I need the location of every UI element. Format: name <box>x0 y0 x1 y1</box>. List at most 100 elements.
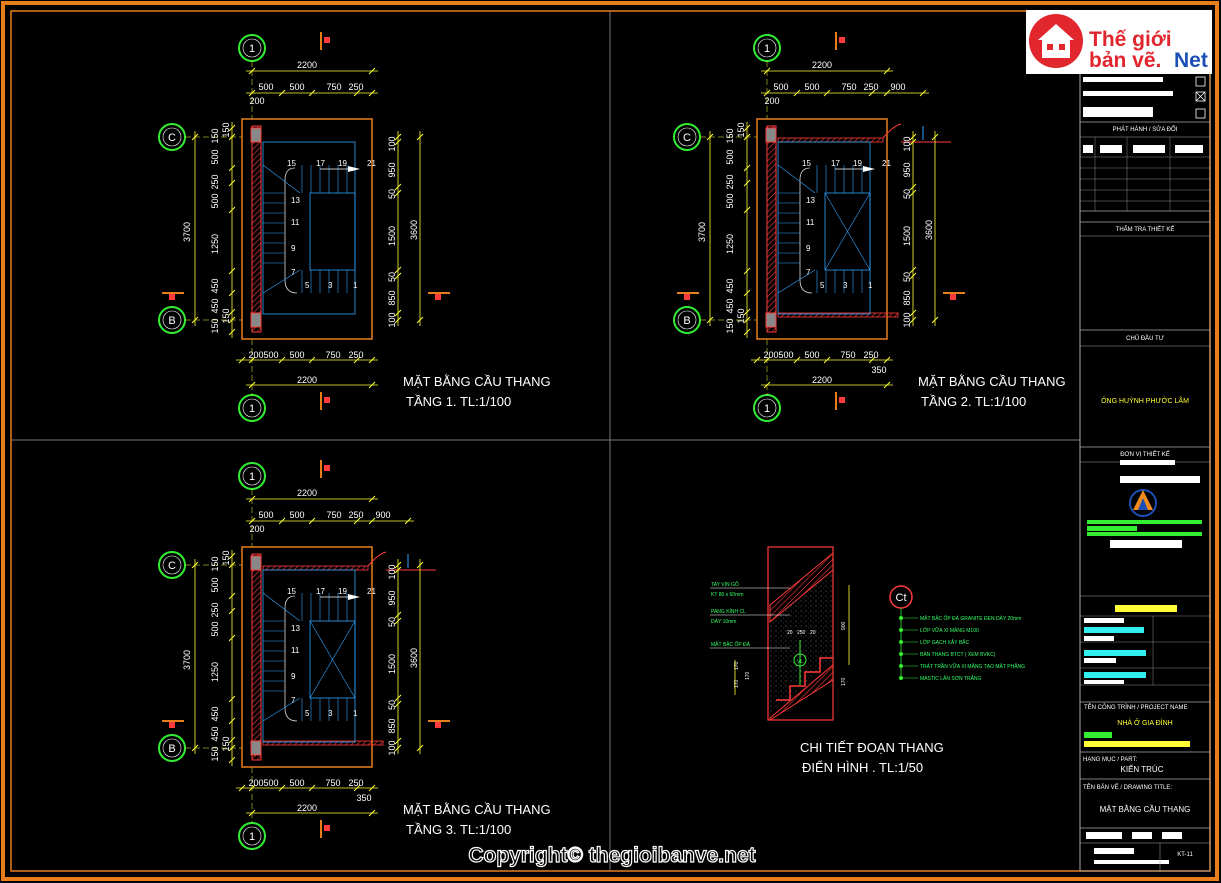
step-3: 3 <box>328 281 333 290</box>
dim-right-6: 100 <box>902 312 912 327</box>
dim-left-7: 150 <box>210 746 220 761</box>
dim-right-2: 50 <box>387 617 397 627</box>
note-bullet-4 <box>899 664 903 668</box>
dim-top-1: 500 <box>289 82 304 92</box>
dim-right-tick-2 <box>394 183 402 191</box>
dim-bottom-4: 250 <box>348 778 363 788</box>
dim-top-tick-1 <box>278 517 286 525</box>
note-bullet-5 <box>899 676 903 680</box>
step-11: 11 <box>291 646 300 655</box>
dim-bottom-tick-1 <box>763 356 771 364</box>
dim-top-extra: 900 <box>375 510 390 520</box>
dim-right-tick-4 <box>909 266 917 274</box>
title-block: Thế giới bản vẽ. Net PHÁT HÀNH / SỬA ĐỔI… <box>1026 10 1212 872</box>
grid-b: B <box>168 315 175 327</box>
tb-project: NHÀ Ở GIA ĐÌNH <box>1117 718 1172 727</box>
detail-dim-20b: 20 <box>810 630 816 636</box>
dim-top-tick-4 <box>368 517 376 525</box>
dim-bottom-4: 250 <box>348 350 363 360</box>
dim-bottom-2: 500 <box>804 350 819 360</box>
dim-left-total-tick-1 <box>706 316 714 324</box>
step-1: 1 <box>353 281 358 290</box>
step-21: 21 <box>367 587 376 596</box>
dim-bottom-tick-0 <box>753 356 761 364</box>
dim-left-tick-3 <box>228 607 236 615</box>
dim-top-tick-3 <box>353 517 361 525</box>
stair-well <box>309 620 356 699</box>
dim-left-total-label: 3700 <box>182 222 192 242</box>
dim-left-total-tick-1 <box>191 744 199 752</box>
dim-left-tick-5 <box>228 695 236 703</box>
arrow-up-icon <box>863 166 875 172</box>
dim-right-5: 850 <box>387 718 397 733</box>
dim-top-left: 200 <box>249 96 264 106</box>
grid-c: C <box>168 560 176 572</box>
detail-title-line1: CHI TIẾT ĐOẠN THANG <box>800 740 944 755</box>
dim-bottom-3: 750 <box>840 350 855 360</box>
dim-right-0: 100 <box>387 564 397 579</box>
tb-chu-dau-tu: CHỦ ĐẦU TƯ <box>1126 335 1164 342</box>
winder-top <box>262 164 301 194</box>
dim-right-0: 100 <box>387 136 397 151</box>
step-17: 17 <box>316 587 325 596</box>
dim-left-7: 150 <box>725 318 735 333</box>
dim-right-tick-6 <box>909 309 917 317</box>
dim-right-tick-0 <box>394 133 402 141</box>
section-mark-head-h0 <box>684 294 690 300</box>
note-bullet-0 <box>899 616 903 620</box>
grid-c: C <box>683 132 691 144</box>
walk-line <box>284 167 298 294</box>
dim-top-tick-1 <box>278 89 286 97</box>
step-7: 7 <box>291 696 296 705</box>
dim-left-small-1: 150 <box>221 308 231 323</box>
detail-dim-170d: 170 <box>841 677 847 686</box>
dim-left-4: 1250 <box>210 234 220 254</box>
detail-fill <box>770 570 833 715</box>
detail-marker-circle <box>793 653 807 667</box>
note-kt: KT 80 x 60mm <box>711 592 743 598</box>
detail-dim-900: 900 <box>841 621 847 630</box>
dim-right-1: 950 <box>387 162 397 177</box>
dim-right-4: 50 <box>387 272 397 282</box>
dim-bottom-0: 200 <box>763 350 778 360</box>
dim-bottom-1: 500 <box>778 350 793 360</box>
step-3: 3 <box>328 709 333 718</box>
dim-left-tick-7 <box>228 308 236 316</box>
dim-left-tick-6 <box>743 289 751 297</box>
tb-part-label: HẠNG MỤC / PART: <box>1083 757 1137 763</box>
detail-dim-170b: 170 <box>734 679 740 688</box>
dim-top-tick-2 <box>308 89 316 97</box>
dim-bottom-tick-1 <box>248 784 256 792</box>
step-13: 13 <box>291 196 300 205</box>
dim-bottom-tick-4 <box>353 356 361 364</box>
dim-bottom-total-tick-1 <box>883 381 891 389</box>
step-3: 3 <box>843 281 848 290</box>
dim-right-1: 950 <box>387 590 397 605</box>
dim-right-total-label: 3600 <box>924 220 934 240</box>
dim-bottom-tick-1 <box>248 356 256 364</box>
dim-bottom-tick-0 <box>238 784 246 792</box>
dim-right-tick-1 <box>394 138 402 146</box>
step-19: 19 <box>338 159 347 168</box>
column-top <box>250 127 262 143</box>
grid-1-bottom: 1 <box>249 403 255 415</box>
dim-left-5: 450 <box>210 278 220 293</box>
stair-well <box>309 192 356 271</box>
dim-top-3: 250 <box>863 82 878 92</box>
dim-right-tick-3 <box>394 617 402 625</box>
detail-dim-170c: 170 <box>745 671 751 680</box>
detail-steps <box>776 657 833 701</box>
dim-top-total-label: 2200 <box>297 488 317 498</box>
dim-right-tick-4 <box>394 694 402 702</box>
tb-tham-tra: THẨM TRA THIẾT KẾ <box>1116 226 1175 233</box>
dim-top-0: 500 <box>773 82 788 92</box>
dim-right-tick-1 <box>394 566 402 574</box>
dim-right-4: 50 <box>387 700 397 710</box>
note-day: DÀY 10mm <box>711 618 736 625</box>
detail-marker: VL <box>797 659 803 665</box>
dim-bottom-3: 750 <box>325 350 340 360</box>
dim-right-1: 950 <box>902 162 912 177</box>
